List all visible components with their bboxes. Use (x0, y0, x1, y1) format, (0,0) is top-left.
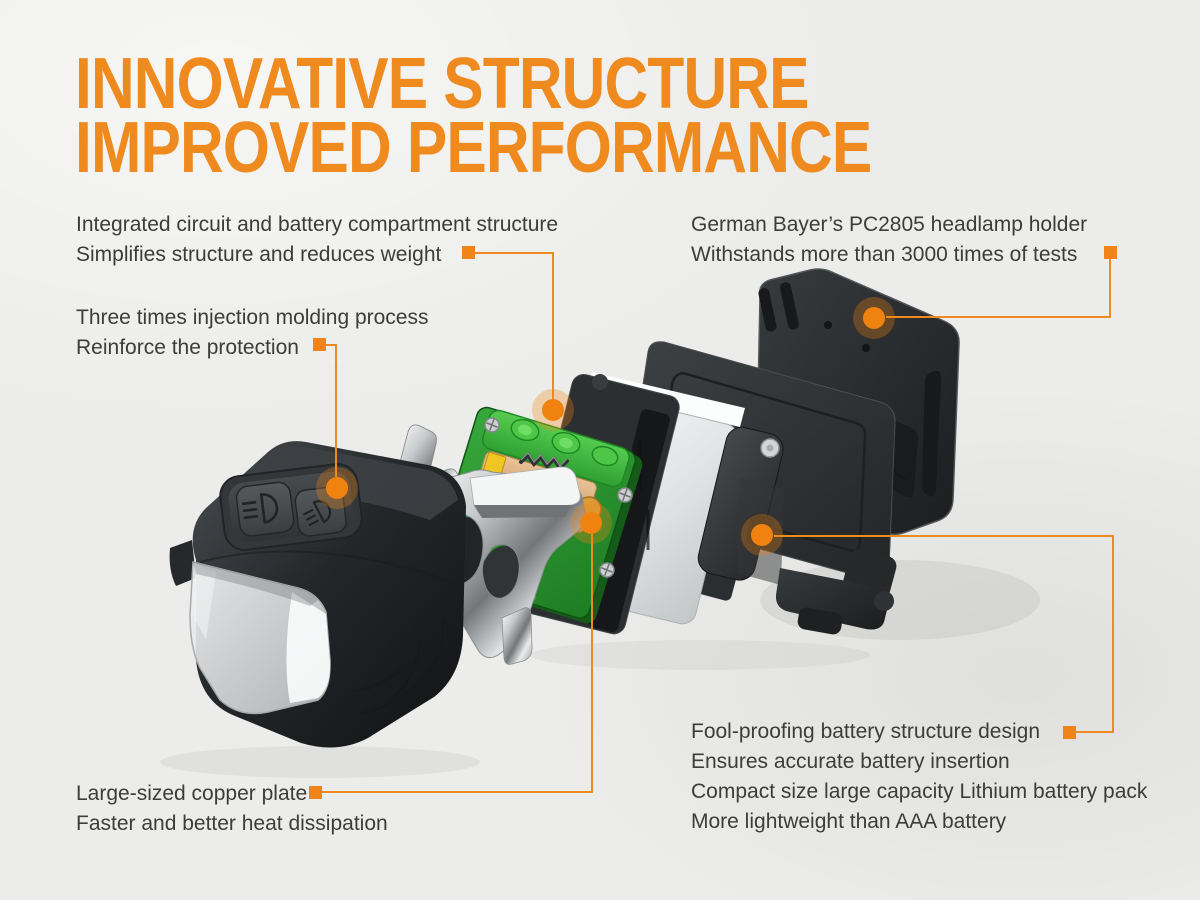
title-line-1: INNOVATIVE STRUCTURE (75, 44, 809, 124)
holder-slit-left (758, 288, 777, 332)
callout-line: Three times injection molding process (76, 306, 429, 329)
callout-line: Compact size large capacity Lithium batt… (691, 780, 1148, 803)
marker-dot-battery-design (751, 524, 773, 546)
marker-square-copper-plate (309, 786, 322, 799)
mode-button-left (235, 481, 295, 537)
callout-line: German Bayer’s PC2805 headlamp holder (691, 213, 1088, 236)
strap-lug (169, 540, 196, 586)
marker-dot-injection-molding (326, 477, 348, 499)
callout-integrated-circuit: Integrated circuit and battery compartme… (76, 210, 558, 270)
callout-copper-plate: Large-sized copper plate Faster and bett… (76, 779, 388, 839)
marker-square-headlamp-holder (1104, 246, 1117, 259)
callout-line: Large-sized copper plate (76, 782, 308, 805)
connector-integrated-circuit (475, 252, 554, 399)
holder-slit-right (780, 282, 799, 330)
callout-line: Fool-proofing battery structure design (691, 720, 1041, 743)
mode-button-right (294, 486, 347, 537)
marker-dot-copper-plate (580, 512, 602, 534)
callout-headlamp-holder: German Bayer’s PC2805 headlamp holder Wi… (691, 210, 1087, 270)
page-title: INNOVATIVE STRUCTURE IMPROVED PERFORMANC… (75, 44, 872, 188)
holder-bottom-bracket (775, 568, 894, 635)
connector-headlamp-holder (886, 259, 1111, 318)
marker-dot-headlamp-holder (863, 307, 885, 329)
callout-line: Simplifies structure and reduces weight (76, 243, 442, 266)
lens-reflection (286, 592, 331, 703)
connector-injection-molding (326, 344, 337, 477)
marker-square-battery-design (1063, 726, 1076, 739)
callout-line: Faster and better heat dissipation (76, 812, 388, 835)
callout-line: Integrated circuit and battery compartme… (76, 213, 559, 236)
connector-copper-plate (322, 534, 593, 793)
shadow-battery (530, 640, 870, 670)
marker-dot-integrated-circuit (542, 399, 564, 421)
shadow-headlamp (160, 746, 480, 778)
beam-icon-left (241, 493, 279, 524)
bracket-tail (501, 607, 533, 665)
connector-battery-design (774, 535, 1114, 733)
callout-line: Ensures accurate battery insertion (691, 750, 1010, 773)
marker-square-integrated-circuit (462, 246, 475, 259)
marker-square-injection-molding (313, 338, 326, 351)
callout-injection-molding: Three times injection molding process Re… (76, 303, 429, 363)
spring (519, 451, 569, 472)
beam-icon-right (303, 500, 332, 527)
title-line-2: IMPROVED PERFORMANCE (75, 108, 872, 188)
callout-line: More lightweight than AAA battery (691, 810, 1007, 833)
body-ribs (351, 617, 446, 716)
holder-strap-slot (921, 370, 941, 497)
callout-line: Withstands more than 3000 times of tests (691, 243, 1078, 266)
callout-battery-design: Fool-proofing battery structure design E… (691, 717, 1147, 837)
headlamp-body (169, 441, 466, 748)
callout-line: Reinforce the protection (76, 336, 299, 359)
